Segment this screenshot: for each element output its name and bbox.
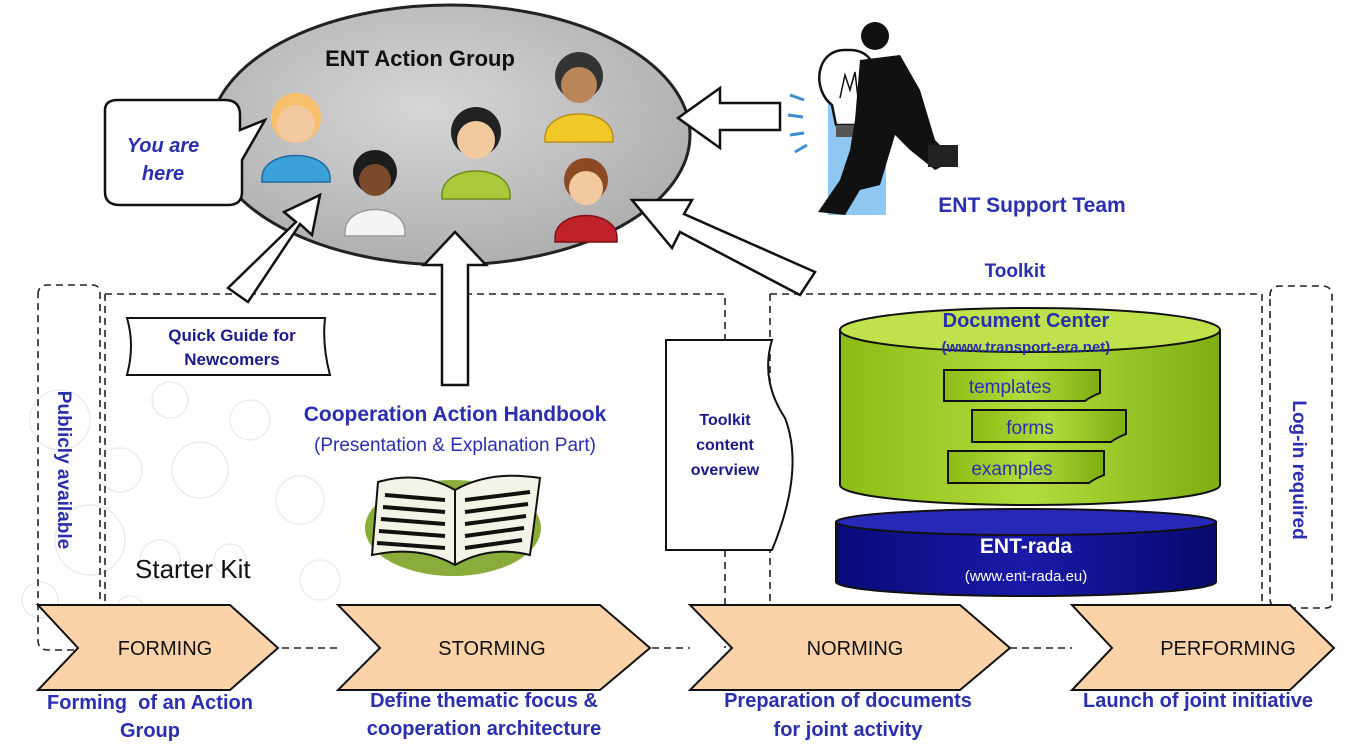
arrow-toolkit <box>629 198 817 297</box>
arrow-storming <box>421 230 489 387</box>
doc-tag-examples <box>947 450 1105 484</box>
toolkit-label: Toolkit <box>985 261 1047 282</box>
person-blue-icon <box>261 93 331 183</box>
quick-guide-document <box>125 317 332 376</box>
doc-tag-templates-label: templates <box>969 377 1051 398</box>
stage-norming-desc-line2: for joint activity <box>774 719 924 741</box>
stage-norming-label: NORMING <box>807 638 904 660</box>
doc-tag-forms-label: forms <box>1006 418 1054 439</box>
handbook-title: Cooperation Action Handbook <box>304 403 607 426</box>
toolkit-overview-line2: content <box>696 437 754 454</box>
stage-forming-desc-line1: Forming of an Action <box>47 692 253 714</box>
document-center-title: Document Center <box>943 310 1110 332</box>
stage-storming-desc-line2: cooperation architecture <box>367 718 602 740</box>
stage-chevron-norming <box>687 604 1012 691</box>
quick-guide-line2: Newcomers <box>184 350 279 369</box>
stage-chevron-forming <box>35 604 280 691</box>
quick-guide-line1: Quick Guide for <box>168 326 296 345</box>
toolkit-overview-line3: overview <box>691 462 760 479</box>
stage-storming-label: STORMING <box>438 638 545 660</box>
toolkit-overview-document <box>665 339 794 551</box>
support-team-label: ENT Support Team <box>938 194 1125 217</box>
doc-tag-forms <box>971 409 1127 443</box>
ent-rada-title: ENT-rada <box>980 535 1073 558</box>
publicly-available-label: Publicly available <box>53 391 74 549</box>
group-title: ENT Action Group <box>325 46 515 71</box>
doc-tag-templates <box>943 369 1101 402</box>
stage-forming-label: FORMING <box>118 638 212 660</box>
ent-rada-database <box>835 508 1217 597</box>
person-dark-icon <box>344 150 406 237</box>
person-green-icon <box>441 107 511 200</box>
stage-forming-desc-line2: Group <box>120 720 180 742</box>
stage-performing-desc-line1: Launch of joint initiative <box>1083 690 1313 712</box>
callout-line2: here <box>142 163 184 185</box>
you-are-here-callout <box>103 98 268 207</box>
doc-tag-examples-label: examples <box>971 459 1052 480</box>
background-circles <box>21 381 341 625</box>
stage-chevron-storming <box>335 604 652 691</box>
lightbulb-person-icon <box>787 22 958 215</box>
starter-kit-label: Starter Kit <box>135 554 251 584</box>
stage-storming-desc-line1: Define thematic focus & <box>370 690 598 712</box>
person-red-icon <box>554 158 618 243</box>
document-center-url: (www.transport-era.net) <box>942 339 1111 356</box>
login-required-label: Log-in required <box>1288 400 1309 539</box>
handbook-subtitle: (Presentation & Explanation Part) <box>314 435 596 456</box>
stage-chevron-performing <box>1069 604 1336 691</box>
person-yellow-icon <box>544 52 614 143</box>
stage-performing-label: PERFORMING <box>1160 638 1296 660</box>
open-book-icon <box>365 474 542 576</box>
arrow-forming <box>226 192 322 304</box>
support-arrow <box>675 85 782 151</box>
stage-norming-desc-line1: Preparation of documents <box>724 690 972 712</box>
callout-line1: You are <box>127 135 200 157</box>
toolkit-overview-line1: Toolkit <box>699 412 751 429</box>
ent-rada-url: (www.ent-rada.eu) <box>965 568 1088 585</box>
